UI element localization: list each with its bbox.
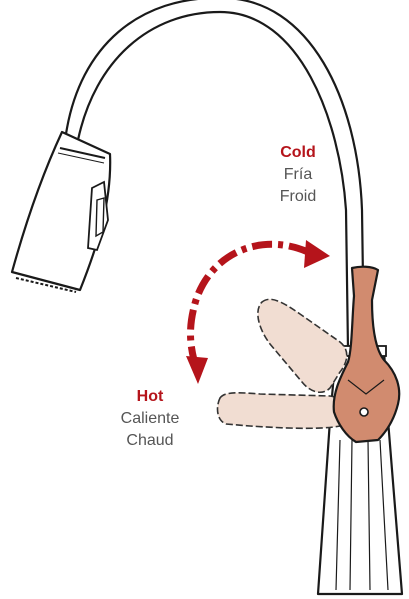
handle-ghost-hot xyxy=(218,393,347,429)
hot-heading: Hot xyxy=(118,386,182,408)
cold-label: Cold Fría Froid xyxy=(266,142,330,208)
hot-label: Hot Caliente Chaud xyxy=(118,386,182,452)
handle-ghost-mid xyxy=(258,299,347,392)
arrow-head-hot xyxy=(186,356,208,384)
cold-french: Froid xyxy=(266,186,330,208)
hot-spanish: Caliente xyxy=(118,408,182,430)
arrow-head-cold xyxy=(304,240,330,268)
handle-screw xyxy=(360,408,368,416)
hot-french: Chaud xyxy=(118,430,182,452)
cold-spanish: Fría xyxy=(266,164,330,186)
cold-heading: Cold xyxy=(266,142,330,164)
sprayer-button-inner xyxy=(96,198,104,236)
